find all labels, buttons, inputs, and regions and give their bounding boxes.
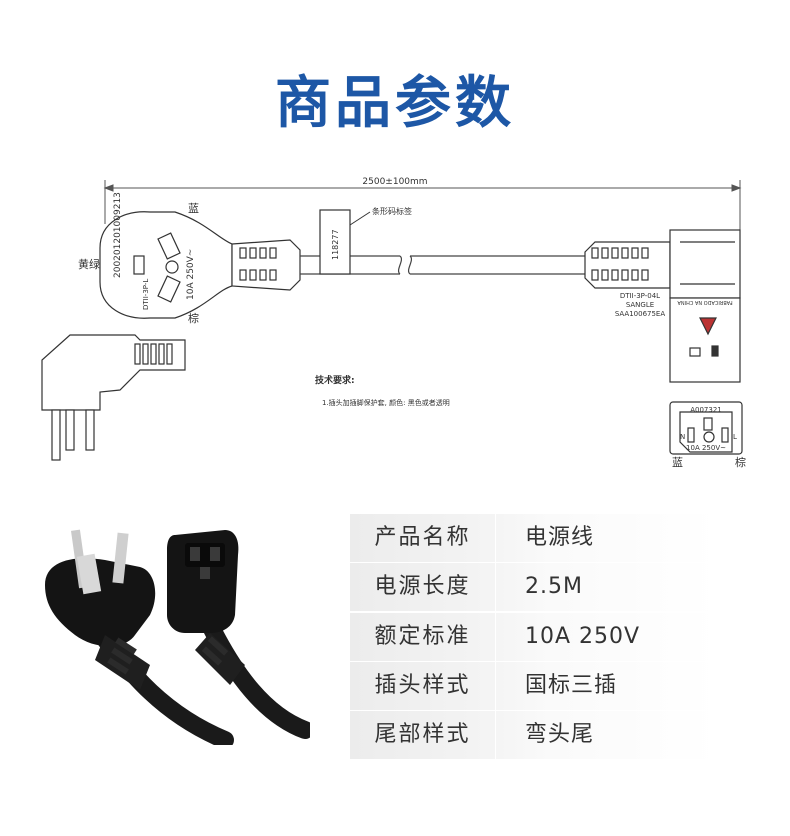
- dimension-text: 2500±100mm: [362, 177, 427, 187]
- page-title: 商品参数: [275, 71, 515, 136]
- socket-n: N: [680, 433, 685, 441]
- right-connector-drawing: [584, 229, 741, 383]
- dimension-line: [103, 180, 742, 230]
- spec-row: 产品名称 电源线: [350, 514, 718, 562]
- spec-value: 弯头尾: [525, 722, 595, 748]
- spec-value: 国标三插: [525, 672, 618, 698]
- tag-number: 118277: [331, 229, 340, 260]
- plug-rating: 10A 250V~: [186, 249, 196, 300]
- right-cert: SAA100675EA: [615, 310, 665, 318]
- plug-code: 200201201009213: [113, 192, 123, 278]
- tech-title: 技术要求:: [315, 374, 355, 386]
- socket-face-drawing: [669, 401, 743, 455]
- tag-label: 条形码标签: [372, 206, 412, 216]
- barcode-tag: [319, 209, 351, 275]
- spec-key: 尾部样式: [374, 722, 471, 748]
- spec-row: 额定标准 10A 250V: [350, 612, 718, 661]
- right-model: DTII-3P-04L: [620, 292, 660, 300]
- right-made: FABRICADO NA CHINA: [677, 299, 733, 305]
- tech-note: 1.插头加插脚保护套, 颜色: 黑色或者透明: [322, 398, 450, 407]
- spec-row: 尾部样式 弯头尾: [350, 711, 718, 760]
- technical-drawing: 2500±100mm 200201201009213 DTII-3P-L 10A…: [41, 177, 746, 469]
- spec-key: 电源长度: [374, 574, 471, 600]
- socket-l: L: [733, 433, 737, 441]
- spec-key: 插头样式: [374, 672, 471, 698]
- plug-model: DTII-3P-L: [142, 279, 150, 310]
- spec-key: 产品名称: [374, 525, 471, 550]
- socket-code: A007321: [690, 406, 722, 414]
- socket-brown-label: 棕: [735, 455, 746, 469]
- spec-value: 10A 250V: [525, 623, 641, 649]
- spec-row: 插头样式 国标三插: [350, 661, 718, 710]
- left-yellow-green-label: 黄绿: [78, 257, 100, 271]
- spec-value: 电源线: [525, 525, 595, 550]
- right-brand: SANGLE: [626, 301, 654, 309]
- product-photo: [45, 529, 310, 745]
- socket-rating: 10A 250V~: [686, 444, 726, 452]
- left-strain-relief: [231, 239, 301, 291]
- spec-key: 额定标准: [374, 623, 471, 649]
- socket-blue-label: 蓝: [672, 456, 683, 469]
- left-blue-label: 蓝: [188, 202, 199, 215]
- left-brown-label: 棕: [188, 311, 199, 325]
- spec-value: 2.5M: [525, 574, 583, 600]
- spec-row: 电源长度 2.5M: [350, 563, 718, 612]
- plug-side-drawing: [41, 334, 186, 461]
- spec-table: 产品名称 电源线 电源长度 2.5M 额定标准 10A 250V 插头样式 国标…: [350, 514, 718, 760]
